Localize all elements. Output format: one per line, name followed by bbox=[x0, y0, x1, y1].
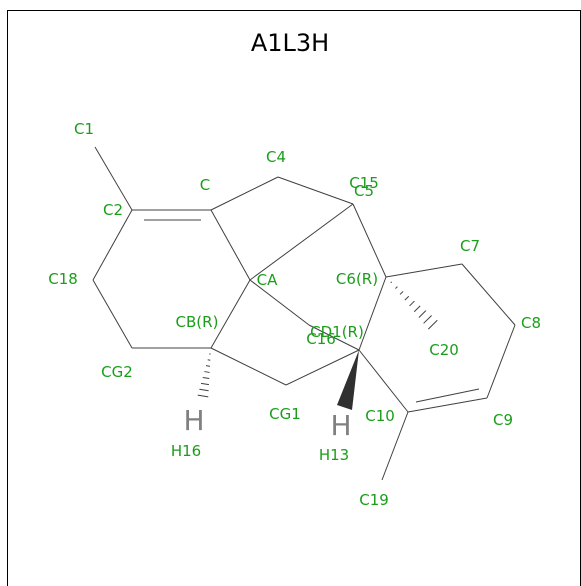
bond-CB-CA bbox=[210, 279, 251, 349]
atom-label-c6: C6(R) bbox=[336, 270, 378, 288]
atom-label-h13: H13 bbox=[319, 446, 349, 464]
bond-C10-CD1 bbox=[358, 349, 409, 413]
bond-C9-C10 bbox=[407, 397, 488, 413]
atom-label-c18: C18 bbox=[48, 270, 78, 288]
stereo-bonds bbox=[197, 281, 438, 410]
atom-label-cg2: CG2 bbox=[101, 363, 133, 381]
atom-label-cb: CB(R) bbox=[176, 313, 219, 331]
bond-C8-C9 bbox=[486, 324, 516, 399]
bond-C6-C7 bbox=[385, 263, 463, 278]
bond-C10-C19 bbox=[381, 411, 409, 481]
atom-label-cg1: CG1 bbox=[269, 405, 301, 423]
atom-label-c: C bbox=[200, 176, 210, 194]
atom-label-c10: C10 bbox=[365, 407, 395, 425]
atom-label-ca: CA bbox=[257, 271, 278, 289]
atom-label-c1: C1 bbox=[74, 120, 94, 138]
atom-label-c15: C15 bbox=[349, 174, 379, 192]
bond-C1top-C2 bbox=[94, 146, 133, 211]
bond-C4-C5 bbox=[277, 176, 354, 205]
atom-label-c7: C7 bbox=[460, 237, 480, 255]
bonds bbox=[92, 146, 516, 481]
atom-label-c16: C16 bbox=[306, 330, 336, 348]
bond-C-CA bbox=[210, 209, 251, 281]
atom-label-h16: H16 bbox=[171, 442, 201, 460]
bond-CG1-CD1 bbox=[285, 349, 360, 386]
bond-C-C4 bbox=[210, 176, 279, 211]
hashed-wedge-C6-C20 bbox=[390, 281, 438, 330]
atom-label-c9: C9 bbox=[493, 411, 513, 429]
atom-label-c4: C4 bbox=[266, 148, 286, 166]
atom-label-c2: C2 bbox=[103, 201, 123, 219]
diagram-frame bbox=[7, 10, 581, 586]
atom-label-cd1: CD1(R) bbox=[310, 323, 364, 341]
atom-label-c8: C8 bbox=[521, 314, 541, 332]
hydrogen-symbol-0: H bbox=[183, 404, 204, 437]
bond-CB-CG1 bbox=[210, 347, 287, 386]
double-bond-line-1 bbox=[415, 388, 480, 403]
bond-C16-CD1 bbox=[308, 324, 360, 351]
bond-CA-C16 bbox=[249, 279, 310, 326]
bond-C5-C6 bbox=[352, 203, 387, 278]
atom-label-c5: C5 bbox=[354, 182, 374, 200]
bond-C7-C8 bbox=[461, 263, 516, 326]
bond-C18-CG2 bbox=[92, 279, 133, 349]
bond-CA-C5 bbox=[249, 203, 354, 281]
hydrogen-symbol-1: H bbox=[330, 409, 351, 442]
atom-label-c19: C19 bbox=[359, 491, 389, 509]
hashed-wedge-CB-H16 bbox=[197, 353, 211, 398]
molecule-title: A1L3H bbox=[251, 29, 329, 57]
atom-label-c20: C20 bbox=[429, 341, 459, 359]
bond-C2-C18 bbox=[92, 209, 133, 281]
solid-wedge-CD1-H13 bbox=[337, 350, 359, 410]
bond-C6-CD1 bbox=[358, 276, 387, 351]
